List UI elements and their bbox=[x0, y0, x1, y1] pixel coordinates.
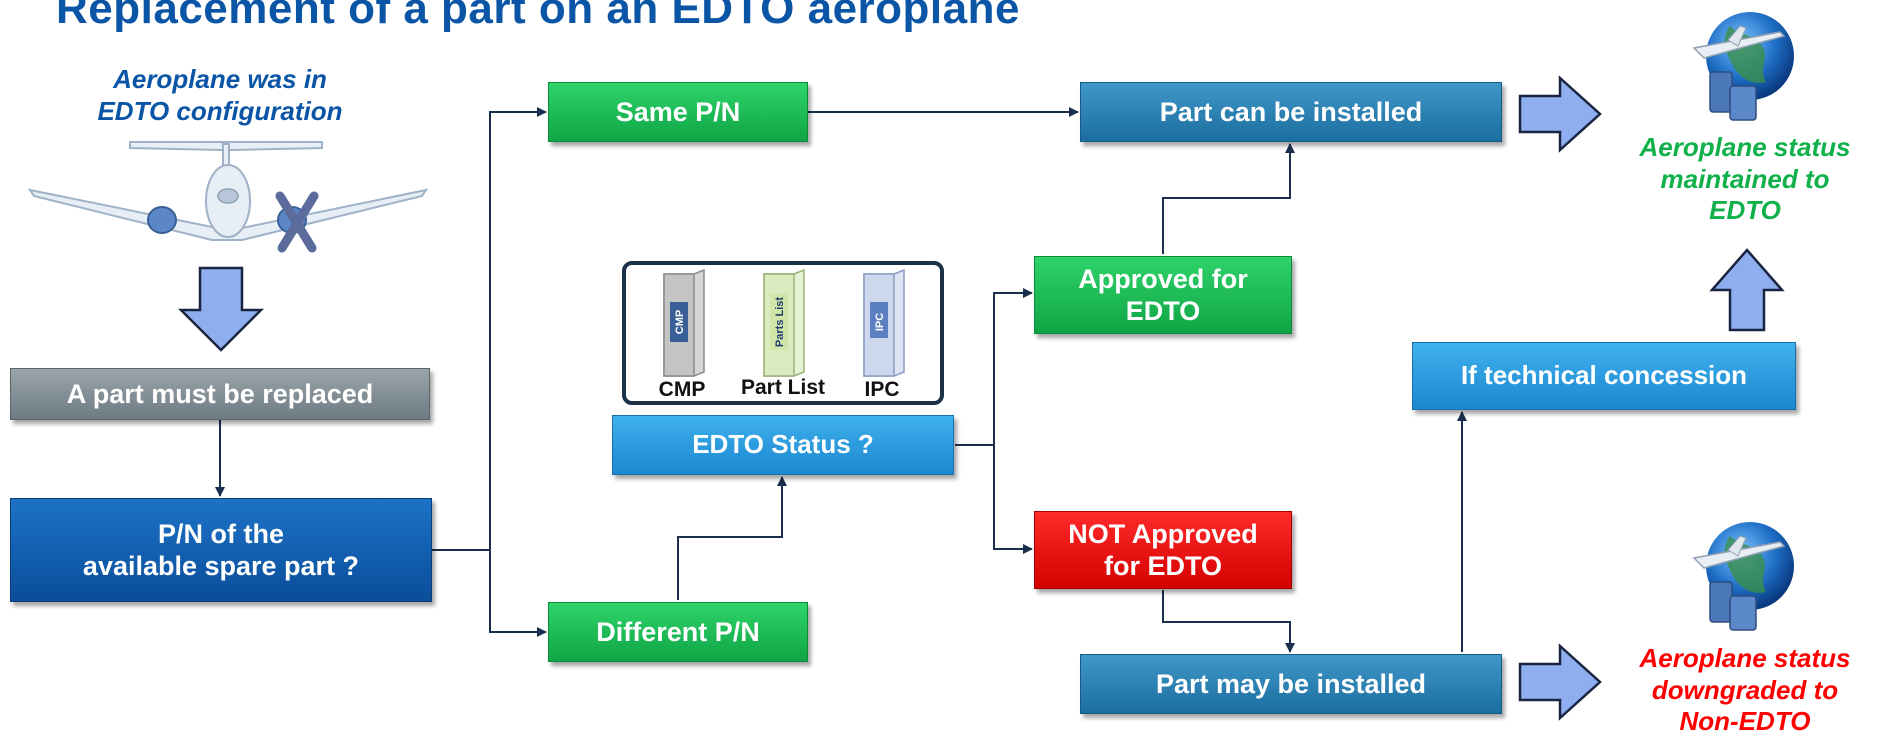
downgraded-line1: Aeroplane status bbox=[1639, 643, 1851, 673]
globe-plane-icon bbox=[1692, 12, 1794, 121]
part-may-install-box: Part may be installed bbox=[1080, 654, 1502, 714]
partlist-label: Part List bbox=[740, 376, 826, 399]
maintained-line2: maintained to bbox=[1660, 163, 1830, 194]
start-note-line1: Aeroplane was in bbox=[113, 64, 327, 94]
downgraded-status-note: Aeroplane status downgraded to Non-EDTO bbox=[1600, 643, 1877, 738]
maintained-status-note: Aeroplane status maintained to EDTO bbox=[1600, 132, 1877, 227]
maintained-line1: Aeroplane status bbox=[1639, 132, 1851, 162]
pn-question-box: P/N of the available spare part ? bbox=[10, 498, 432, 602]
approved-box: Approved for EDTO bbox=[1034, 256, 1292, 334]
connector-pn-split bbox=[432, 107, 547, 551]
up-arrow-icon bbox=[1709, 248, 1785, 332]
connector-different-to-status bbox=[677, 476, 787, 600]
right-arrow-downgraded-icon bbox=[1518, 643, 1602, 721]
part-replaced-box: A part must be replaced bbox=[10, 368, 430, 420]
technical-concession-box: If technical concession bbox=[1412, 342, 1796, 410]
same-pn-box: Same P/N bbox=[548, 82, 808, 142]
not-approved-box: NOT Approved for EDTO bbox=[1034, 511, 1292, 589]
ipc-book-icon: IPC bbox=[863, 268, 905, 377]
maintained-line3: EDTO bbox=[1709, 195, 1781, 226]
connector-not-approved-to-may-install bbox=[1162, 590, 1295, 653]
ipc-label: IPC bbox=[864, 378, 900, 401]
connector-pn-to-different bbox=[489, 550, 547, 637]
down-arrow-icon bbox=[177, 266, 265, 352]
edto-status-box: EDTO Status ? bbox=[612, 415, 954, 475]
not-approved-line2: for EDTO bbox=[1103, 551, 1222, 581]
cross-mark-icon bbox=[275, 191, 319, 253]
pn-question-line2: available spare part ? bbox=[82, 551, 360, 581]
partlist-spine-text: Parts List bbox=[774, 297, 786, 347]
connector-status-to-not-approved bbox=[993, 445, 1033, 554]
downgraded-line2: downgraded to bbox=[1651, 674, 1839, 705]
downgraded-line3: Non-EDTO bbox=[1679, 706, 1811, 737]
not-approved-line1: NOT Approved bbox=[1068, 518, 1258, 549]
documents-books: CMP Parts List IPC bbox=[663, 268, 905, 377]
approved-line2: EDTO bbox=[1125, 296, 1201, 326]
globe-plane-icon bbox=[1692, 522, 1794, 631]
cmp-label: CMP bbox=[658, 378, 706, 401]
start-note-line2: EDTO configuration bbox=[97, 95, 343, 126]
approved-line1: Approved for bbox=[1078, 263, 1248, 294]
page-title: Replacement of a part on an EDTO aeropla… bbox=[56, 0, 1020, 33]
right-arrow-maintained-icon bbox=[1518, 75, 1602, 153]
pn-question-line1: P/N of the bbox=[158, 518, 284, 549]
cmp-book-icon: CMP bbox=[663, 268, 705, 377]
connector-status-split bbox=[955, 288, 1033, 446]
part-can-install-box: Part can be installed bbox=[1080, 82, 1502, 142]
connector-approved-to-can-install bbox=[1162, 143, 1295, 254]
start-status-note: Aeroplane was in EDTO configuration bbox=[60, 64, 380, 127]
ipc-spine-text: IPC bbox=[874, 313, 886, 331]
different-pn-box: Different P/N bbox=[548, 602, 808, 662]
partlist-book-icon: Parts List bbox=[763, 268, 805, 377]
cmp-spine-text: CMP bbox=[674, 310, 686, 334]
aeroplane-icon bbox=[27, 141, 429, 253]
